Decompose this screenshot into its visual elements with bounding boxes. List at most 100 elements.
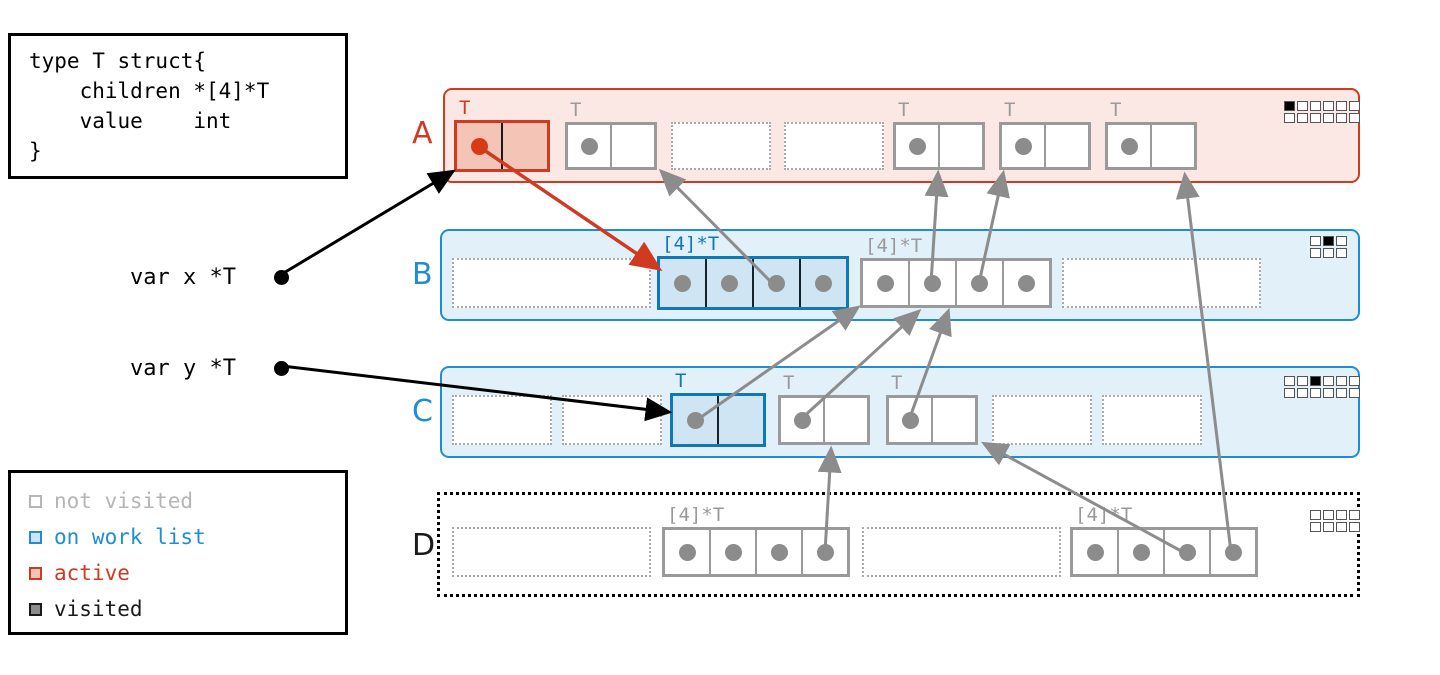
code-line: type T struct{ — [29, 49, 207, 73]
free-slot-C-0 — [452, 395, 552, 445]
node-cell-3[interactable] — [1002, 261, 1049, 305]
badge-cell — [1336, 522, 1347, 532]
pointer-dot — [1132, 543, 1150, 561]
legend-swatch-visited — [29, 602, 42, 616]
node-cell-0[interactable] — [665, 530, 709, 574]
node-D-3-array[interactable]: [4]*T — [1070, 504, 1258, 577]
node-cell-1[interactable] — [1117, 530, 1163, 574]
pointer-dot — [816, 543, 834, 561]
badge-cell — [1297, 388, 1308, 398]
badge-cell — [1323, 510, 1334, 520]
var-y-root-dot — [274, 361, 289, 376]
node-cell-pointer[interactable] — [896, 125, 938, 167]
badge-row — [1284, 388, 1360, 398]
node-A-1-struct[interactable]: T — [565, 99, 657, 170]
node-cell-pointer[interactable] — [1002, 125, 1044, 167]
free-slot-D-2 — [862, 527, 1061, 577]
legend-swatch-on-work-list — [29, 530, 42, 544]
node-A-5-struct[interactable]: T — [999, 99, 1091, 170]
free-slot-C-6 — [1102, 395, 1202, 445]
legend-item-active: active — [29, 555, 345, 591]
node-cell-pointer[interactable] — [568, 125, 610, 167]
node-cell-pointer[interactable] — [781, 398, 823, 442]
badge-cell — [1323, 113, 1334, 123]
node-cell-pointer[interactable] — [673, 396, 717, 444]
badge-cell — [1310, 388, 1321, 398]
node-type-label: T — [675, 370, 687, 392]
legend-label: on work list — [54, 525, 206, 549]
node-cell-0[interactable] — [660, 259, 705, 307]
node-cell-value[interactable] — [1150, 125, 1194, 167]
code-line: value int — [29, 109, 232, 133]
var-x-root-dot — [274, 270, 289, 285]
badge-cell — [1310, 236, 1321, 246]
node-cell-value[interactable] — [931, 398, 975, 442]
badge-cell — [1323, 388, 1334, 398]
badge-cell — [1336, 101, 1347, 111]
badge-cell — [1297, 113, 1308, 123]
node-C-3-struct[interactable]: T — [778, 372, 870, 445]
node-cell-1[interactable] — [705, 259, 752, 307]
badge-cell — [1336, 236, 1347, 246]
node-type-label: [4]*T — [667, 504, 725, 526]
pointer-dot — [924, 274, 941, 292]
pointer-dot — [1014, 137, 1032, 155]
badge-cell — [1349, 522, 1360, 532]
badge-cell — [1323, 101, 1334, 111]
badge-cell — [1284, 376, 1295, 386]
node-cell-value[interactable] — [610, 125, 654, 167]
node-cell-pointer[interactable] — [1108, 125, 1150, 167]
pointer-dot — [877, 274, 894, 292]
node-B-2-array[interactable]: [4]*T — [860, 235, 1052, 308]
badge-cell — [1284, 113, 1295, 123]
badge-row — [1284, 113, 1360, 123]
node-type-label: T — [783, 372, 795, 394]
badge-cell — [1284, 388, 1295, 398]
node-cell-0[interactable] — [863, 261, 908, 305]
node-cell-2[interactable] — [752, 259, 799, 307]
node-A-0-active-struct[interactable]: T — [454, 97, 550, 172]
legend-label: visited — [54, 597, 143, 621]
node-cell-2[interactable] — [1163, 530, 1209, 574]
node-type-label: T — [1004, 99, 1016, 121]
node-cell-pointer[interactable] — [889, 398, 931, 442]
pointer-dot — [1018, 274, 1035, 292]
pointer-dot — [768, 274, 785, 292]
free-slot-B-3 — [1062, 258, 1261, 308]
node-cell-value[interactable] — [501, 123, 547, 169]
node-cell-2[interactable] — [955, 261, 1002, 305]
badge-row — [1310, 236, 1347, 246]
row-label-D: D — [412, 528, 436, 563]
node-B-1-array-worklist[interactable]: [4]*T — [657, 233, 849, 310]
node-cell-pointer[interactable] — [457, 123, 501, 169]
node-cell-value[interactable] — [717, 396, 763, 444]
legend-box: not visited on work list active visited — [8, 470, 348, 635]
node-A-4-struct[interactable]: T — [893, 99, 985, 170]
row-label-B: B — [412, 257, 433, 292]
pointer-dot — [901, 411, 919, 429]
node-cell-0[interactable] — [1073, 530, 1117, 574]
badge-cell — [1349, 376, 1360, 386]
node-cell-3[interactable] — [801, 530, 847, 574]
pointer-dot — [908, 137, 926, 155]
node-cell-value[interactable] — [1044, 125, 1088, 167]
badge-cell — [1323, 522, 1334, 532]
badge-cell — [1310, 248, 1321, 258]
node-type-label: T — [459, 97, 471, 119]
pointer-dot — [686, 411, 704, 429]
node-A-6-struct[interactable]: T — [1105, 99, 1197, 170]
node-type-label: T — [898, 99, 910, 121]
node-cell-1[interactable] — [709, 530, 755, 574]
node-cell-2[interactable] — [755, 530, 801, 574]
badge-row — [1284, 376, 1360, 386]
badge-row — [1310, 248, 1347, 258]
node-cell-1[interactable] — [908, 261, 955, 305]
node-C-2-struct-worklist[interactable]: T — [670, 370, 766, 447]
node-cell-value[interactable] — [823, 398, 867, 442]
node-C-4-struct[interactable]: T — [886, 372, 978, 445]
node-cell-value[interactable] — [938, 125, 982, 167]
node-cell-3[interactable] — [1209, 530, 1255, 574]
pointer-dot — [470, 137, 488, 155]
node-D-1-array[interactable]: [4]*T — [662, 504, 850, 577]
node-cell-3[interactable] — [799, 259, 846, 307]
